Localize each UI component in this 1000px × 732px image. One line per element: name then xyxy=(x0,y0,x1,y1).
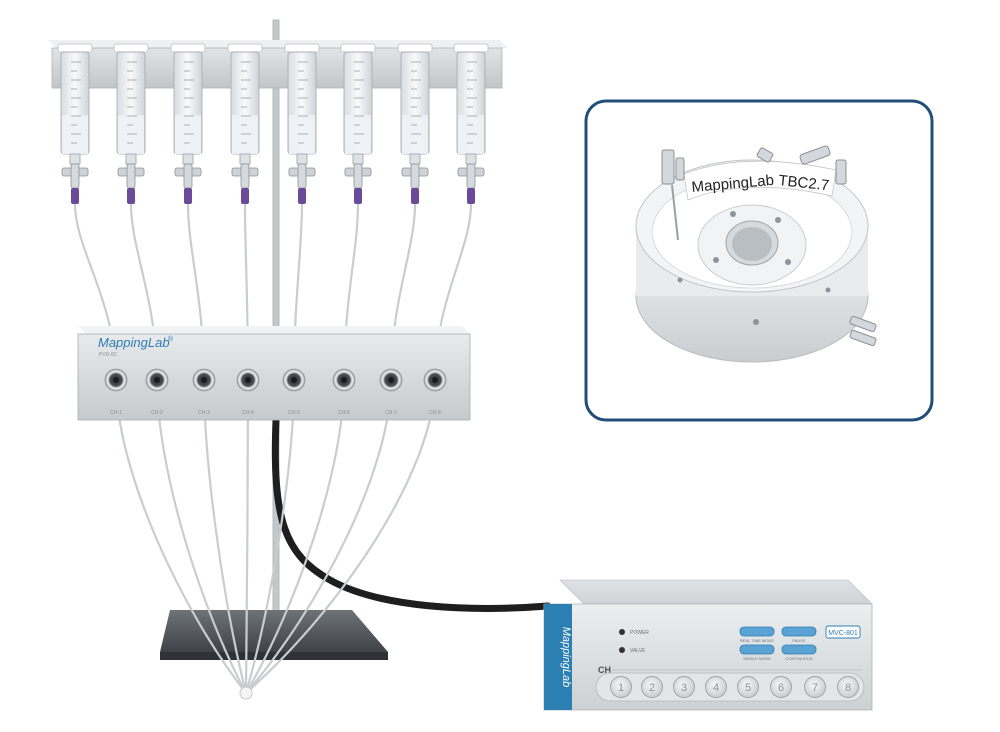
power-indicator-label: POWER xyxy=(630,630,649,636)
channel-button-label: 8 xyxy=(845,682,851,694)
distribution-panel xyxy=(77,326,471,421)
channel-button-label: 5 xyxy=(745,682,751,694)
chamber-inset xyxy=(584,99,934,422)
syringe-2 xyxy=(113,43,149,204)
panel-port-label: CH-7 xyxy=(385,410,397,416)
real-time-mode-button[interactable] xyxy=(739,626,775,637)
syringe-3 xyxy=(170,43,206,204)
syringe-1 xyxy=(57,43,93,204)
panel-model-text: PVD-8C xyxy=(99,352,118,358)
real-time-mode-label: REAL TIME MODE xyxy=(740,638,774,643)
chamber-label-text-2: TBC2.7 xyxy=(778,172,830,194)
channel-button-label: 7 xyxy=(812,682,818,694)
single-mode-label: SINGLE MODE xyxy=(743,656,771,661)
continuous-label: CONTINUOUS xyxy=(786,656,813,661)
valve-indicator xyxy=(619,647,625,653)
channel-button-8[interactable] xyxy=(837,676,859,698)
channel-button-4[interactable] xyxy=(705,676,727,698)
channel-button-label: 6 xyxy=(778,682,784,694)
syringe-4 xyxy=(227,43,263,204)
channel-button-2[interactable] xyxy=(641,676,663,698)
model-badge xyxy=(825,625,861,639)
panel-port-label: CH-3 xyxy=(198,410,210,416)
channel-buttons xyxy=(610,676,859,698)
panel-port-label: CH-6 xyxy=(338,410,350,416)
panel-port-label: CH-8 xyxy=(429,410,441,416)
channel-button-7[interactable] xyxy=(804,676,826,698)
panel-port-label: CH-5 xyxy=(288,410,300,416)
panel-ports xyxy=(104,368,447,392)
channel-button-1[interactable] xyxy=(610,676,632,698)
channel-button-label: 1 xyxy=(618,682,624,694)
valve-indicator-label: VALVE xyxy=(630,648,646,654)
control-cable xyxy=(271,416,552,612)
controller-side-brand: MappingLab xyxy=(560,627,572,688)
panel-port-label: CH-4 xyxy=(242,410,254,416)
channel-strip xyxy=(595,672,865,702)
panel-brand-logo: MappingLab xyxy=(98,335,170,350)
tube-tie xyxy=(239,686,253,700)
panel-port-label: CH-2 xyxy=(151,410,163,416)
channel-button-label: 3 xyxy=(681,682,687,694)
stand-pole xyxy=(272,19,280,626)
channel-button-label: 4 xyxy=(713,682,719,694)
single-mode-button[interactable] xyxy=(739,644,775,655)
channel-button-6[interactable] xyxy=(770,676,792,698)
syringe-8 xyxy=(453,43,489,204)
syringe-7 xyxy=(397,43,433,204)
model-badge-text: MVC-801 xyxy=(828,630,858,637)
stand-base xyxy=(160,610,388,652)
syringe-array xyxy=(57,43,489,204)
mode-buttons xyxy=(739,626,817,655)
syringe-6 xyxy=(340,43,376,204)
pause-label: PAUSE xyxy=(792,638,806,643)
pause-button[interactable] xyxy=(781,626,817,637)
channel-button-3[interactable] xyxy=(673,676,695,698)
channel-button-5[interactable] xyxy=(737,676,759,698)
continuous-button[interactable] xyxy=(781,644,817,655)
channel-button-label: 2 xyxy=(649,682,655,694)
panel-registered-mark: ® xyxy=(168,335,174,343)
panel-port-label: CH-1 xyxy=(110,410,122,416)
syringe-5 xyxy=(284,43,320,204)
power-indicator xyxy=(619,629,625,635)
channel-title: CH xyxy=(598,665,611,675)
